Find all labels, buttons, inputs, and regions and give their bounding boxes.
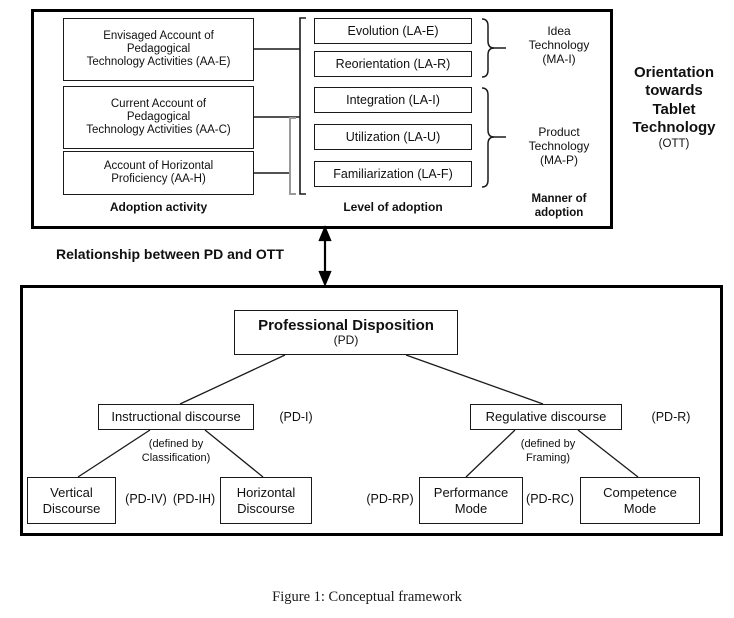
box-lar-label: Reorientation (LA-R) [335, 56, 451, 71]
label-defined-by-classification: (defined by Classification) [128, 438, 224, 466]
label-idea-code: (MA-I) [542, 52, 576, 67]
box-pdrp-line2: Mode [454, 500, 488, 516]
caption-manner-line1: Manner of [531, 193, 587, 205]
box-performance-mode[interactable]: Performance Mode [419, 477, 523, 524]
box-aac-line2: Pedagogical [126, 110, 191, 123]
label-relationship-pd-ott: Relationship between PD and OTT [56, 246, 284, 262]
box-professional-disposition[interactable]: Professional Disposition (PD) [234, 310, 458, 355]
box-pd-title: Professional Disposition [258, 316, 434, 334]
box-aae-line2: Pedagogical [126, 42, 191, 55]
ott-line4: Technology [632, 118, 716, 136]
caption-adoption-activity: Adoption activity [109, 200, 208, 214]
label-product-line2: Technology [528, 139, 590, 154]
box-reorientation[interactable]: Reorientation (LA-R) [314, 51, 472, 77]
label-pdih-code: (PD-IH) [172, 492, 216, 506]
ott-line3: Tablet [652, 100, 696, 118]
box-pdrc-line2: Mode [623, 500, 657, 516]
box-current-account[interactable]: Current Account of Pedagogical Technolog… [63, 86, 254, 149]
box-pdi-label: Instructional discourse [111, 409, 241, 425]
figure-caption: Figure 1: Conceptual framework [272, 589, 462, 605]
box-utilization[interactable]: Utilization (LA-U) [314, 124, 472, 150]
box-aah-line1: Account of Horizontal [103, 159, 214, 172]
caption-level-of-adoption: Level of adoption [343, 200, 443, 214]
box-aac-line1: Current Account of [110, 97, 207, 110]
def-fram-line2: Framing) [525, 451, 570, 464]
box-lai-label: Integration (LA-I) [346, 92, 440, 107]
ott-line1: Orientation [633, 64, 714, 81]
box-pdiv-line2: Discourse [42, 500, 101, 516]
box-envisaged-account[interactable]: Envisaged Account of Pedagogical Technol… [63, 18, 254, 81]
label-defined-by-framing: (defined by Framing) [502, 438, 594, 466]
caption-manner-line2: adoption [534, 206, 584, 219]
box-competence-mode[interactable]: Competence Mode [580, 477, 700, 524]
ott-line2: towards [645, 82, 703, 100]
label-idea-line2: Technology [528, 38, 590, 53]
ott-code: (OTT) [658, 138, 690, 151]
box-regulative-discourse[interactable]: Regulative discourse [470, 404, 622, 430]
box-aac-line3: Technology Activities (AA-C) [86, 124, 231, 137]
label-idea-technology: Idea Technology (MA-I) [514, 24, 604, 66]
box-pdrp-line1: Performance [433, 485, 509, 501]
box-lae-label: Evolution (LA-E) [347, 23, 439, 38]
label-pdrp-code: (PD-RP) [366, 492, 414, 506]
label-pdrc-code: (PD-RC) [526, 492, 574, 506]
label-pdr-code: (PD-R) [651, 410, 691, 424]
box-account-horizontal-proficiency[interactable]: Account of Horizontal Proficiency (AA-H) [63, 151, 254, 195]
caption-manner-of-adoption: Manner of adoption [516, 193, 602, 220]
box-instructional-discourse[interactable]: Instructional discourse [98, 404, 254, 430]
def-class-line1: (defined by [148, 438, 204, 450]
box-pdrc-line1: Competence [603, 485, 677, 501]
label-orientation-tablet-technology: Orientation towards Tablet Technology (O… [616, 64, 732, 151]
def-class-line2: Classification) [141, 451, 211, 464]
box-pd-code: (PD) [333, 333, 359, 348]
label-product-code: (MA-P) [540, 153, 578, 168]
box-aae-line3: Technology Activities (AA-E) [86, 56, 231, 69]
box-horizontal-discourse[interactable]: Horizontal Discourse [220, 477, 312, 524]
label-idea-line1: Idea [547, 24, 571, 38]
box-pdiv-line1: Vertical [50, 485, 93, 501]
box-pdih-line1: Horizontal [236, 485, 296, 501]
box-lau-label: Utilization (LA-U) [345, 129, 441, 144]
box-pdih-line2: Discourse [237, 500, 295, 516]
label-product-technology: Product Technology (MA-P) [514, 125, 604, 167]
box-familiarization[interactable]: Familiarization (LA-F) [314, 161, 472, 187]
box-integration[interactable]: Integration (LA-I) [314, 87, 472, 113]
box-evolution[interactable]: Evolution (LA-E) [314, 18, 472, 44]
box-aae-line1: Envisaged Account of [103, 29, 214, 42]
label-product-line1: Product [538, 125, 580, 139]
def-fram-line1: (defined by [520, 438, 576, 450]
box-aah-line2: Proficiency (AA-H) [111, 173, 206, 185]
box-laf-label: Familiarization (LA-F) [333, 166, 453, 181]
box-vertical-discourse[interactable]: Vertical Discourse [27, 477, 116, 524]
label-pdi-code: (PD-I) [279, 410, 313, 424]
label-pdiv-code: (PD-IV) [125, 492, 167, 506]
box-pdr-label: Regulative discourse [485, 409, 607, 425]
